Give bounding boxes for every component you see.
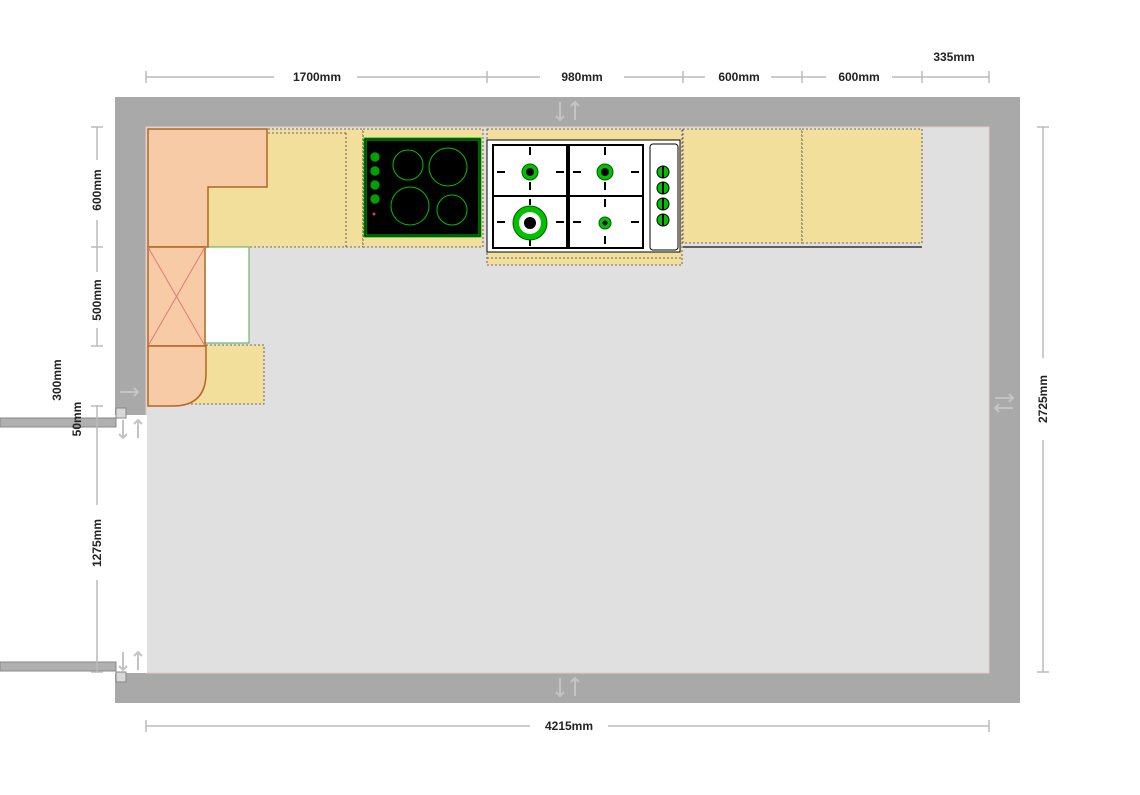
dim-top-600-b: 600mm bbox=[838, 70, 879, 84]
dim-left-50: 50mm bbox=[70, 402, 84, 437]
wall-arrow-icon bbox=[118, 418, 143, 440]
wall-arrow-icon bbox=[118, 650, 143, 672]
ceramic-hob[interactable] bbox=[363, 137, 482, 238]
dim-left-600: 600mm bbox=[90, 169, 104, 210]
dim-top-600-a: 600mm bbox=[718, 70, 759, 84]
base-unit-600-a[interactable] bbox=[682, 128, 803, 244]
dim-left-1275: 1275mm bbox=[90, 519, 104, 567]
dim-top-1700: 1700mm bbox=[293, 70, 341, 84]
dim-top-980: 980mm bbox=[561, 70, 602, 84]
door-jamb-bottom bbox=[115, 671, 127, 683]
hob-ring-icon bbox=[390, 186, 430, 226]
left-appliance-space[interactable] bbox=[204, 246, 250, 344]
dim-left-500: 500mm bbox=[90, 279, 104, 320]
hob-knob-icon bbox=[369, 151, 381, 163]
wall-arrow-icon bbox=[120, 387, 140, 397]
door-wall-stub-top bbox=[0, 417, 117, 428]
hob-ring-icon bbox=[436, 194, 468, 226]
dim-right-2725: 2725mm bbox=[1036, 375, 1050, 423]
curved-end-unit[interactable] bbox=[147, 345, 207, 407]
door-wall-stub-bottom bbox=[0, 661, 117, 672]
hob-indicator-light-icon bbox=[372, 212, 376, 216]
wall-arrow-markers bbox=[118, 100, 1015, 698]
wall-arrow-icon bbox=[555, 676, 580, 698]
hob-knob-icon bbox=[369, 165, 381, 177]
gas-cooker[interactable] bbox=[486, 139, 681, 253]
base-unit-600-b[interactable] bbox=[801, 128, 923, 244]
door-opening bbox=[115, 415, 147, 673]
wall-arrow-icon bbox=[555, 100, 580, 122]
dimension-labels: 1700mm 980mm 600mm 600mm 335mm 4215mm 27… bbox=[50, 50, 1050, 733]
dim-left-300: 300mm bbox=[50, 359, 64, 400]
dim-bottom-4215: 4215mm bbox=[545, 719, 593, 733]
hob-knob-icon bbox=[369, 179, 381, 191]
dim-top-335: 335mm bbox=[933, 50, 974, 64]
hob-knob-icon bbox=[369, 193, 381, 205]
dimension-lines bbox=[91, 71, 1049, 732]
hob-ring-icon bbox=[392, 149, 424, 181]
wall-arrow-icon bbox=[993, 393, 1015, 413]
door-jamb-top bbox=[115, 407, 127, 419]
hob-ring-icon bbox=[428, 147, 468, 187]
